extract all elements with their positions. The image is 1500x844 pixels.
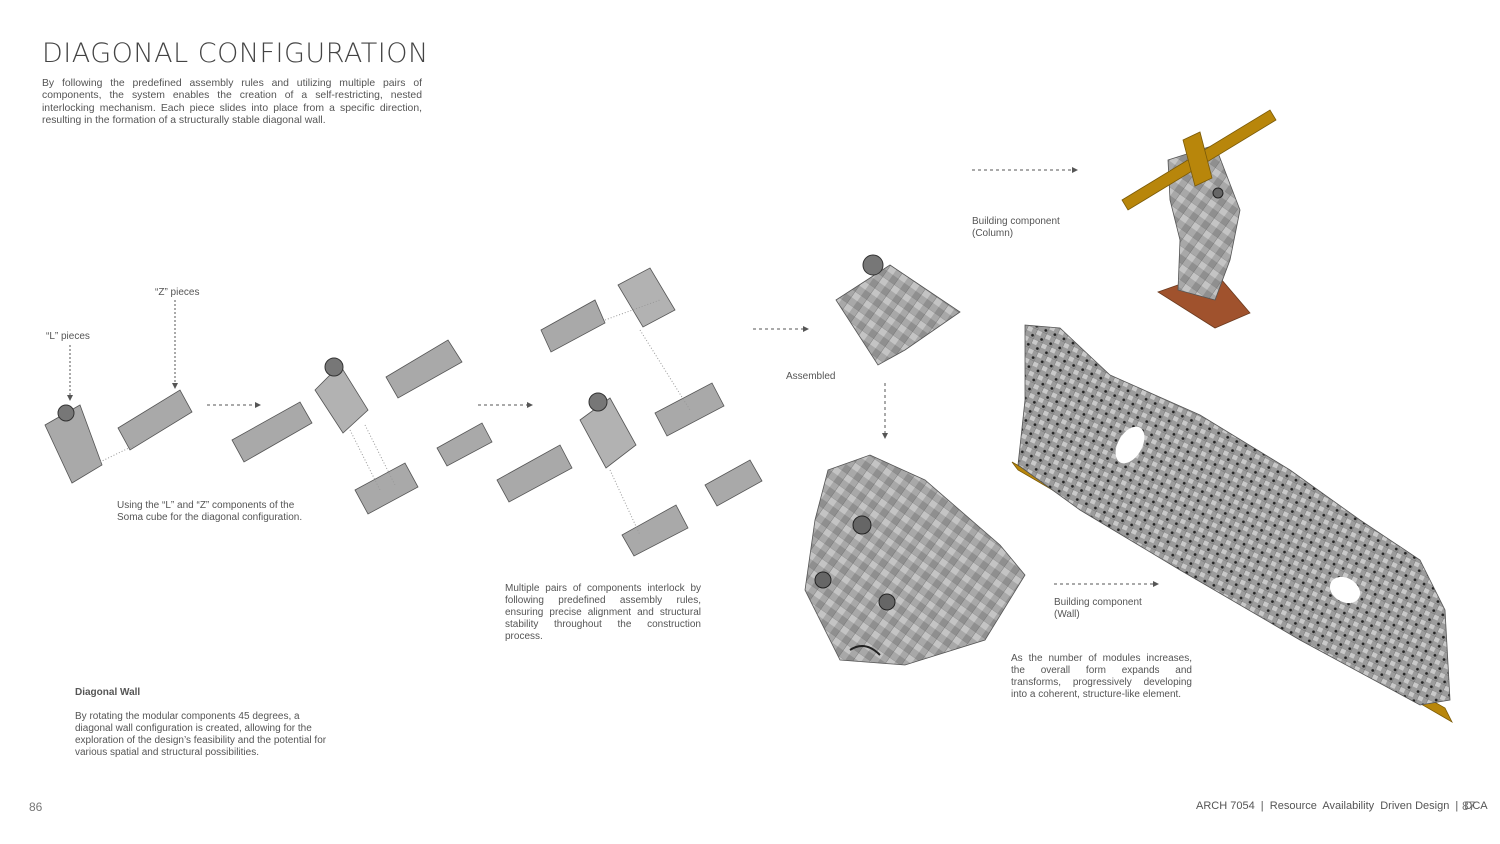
diagonal-wall-body: By rotating the modular components 45 de… [75, 711, 327, 758]
intro-paragraph: By following the predefined assembly rul… [42, 78, 422, 127]
wall-label-line2: (Wall) [1054, 609, 1080, 620]
column-label-line2: (Column) [972, 228, 1014, 239]
course-footer: ARCH 7054 | Resource Availability Driven… [1196, 800, 1488, 812]
stage2-assembly [231, 339, 533, 515]
wall-label-line1: Building component [1054, 597, 1142, 608]
page-number-left: 86 [29, 800, 43, 814]
stage3-assembly [496, 267, 763, 557]
assembled-label: Assembled [786, 371, 836, 382]
assembled-cluster [753, 254, 961, 439]
page-number-right: 87 [1462, 799, 1476, 813]
column-label: Building component (Column) [972, 216, 1060, 240]
stage1-guide [99, 444, 136, 463]
l-piece-knob [57, 404, 75, 422]
column-component [972, 109, 1277, 329]
wall-component [1011, 324, 1453, 724]
large-cluster [804, 454, 1026, 666]
wall-label: Building component (Wall) [1054, 597, 1142, 621]
z-piece-block [117, 389, 193, 451]
modules-caption: As the number of modules increases, the … [1011, 653, 1192, 700]
z-pieces-label: “Z” pieces [155, 287, 200, 298]
l-pieces-label: “L” pieces [46, 331, 90, 342]
page-title: DIAGONAL CONFIGURATION [42, 38, 429, 69]
stage1-pieces [44, 300, 261, 484]
diagonal-wall-heading: Diagonal Wall [75, 687, 141, 698]
soma-caption: Using the “L” and “Z” components of the … [117, 500, 303, 523]
column-label-line1: Building component [972, 216, 1060, 227]
multiple-caption: Multiple pairs of components interlock b… [505, 583, 701, 642]
